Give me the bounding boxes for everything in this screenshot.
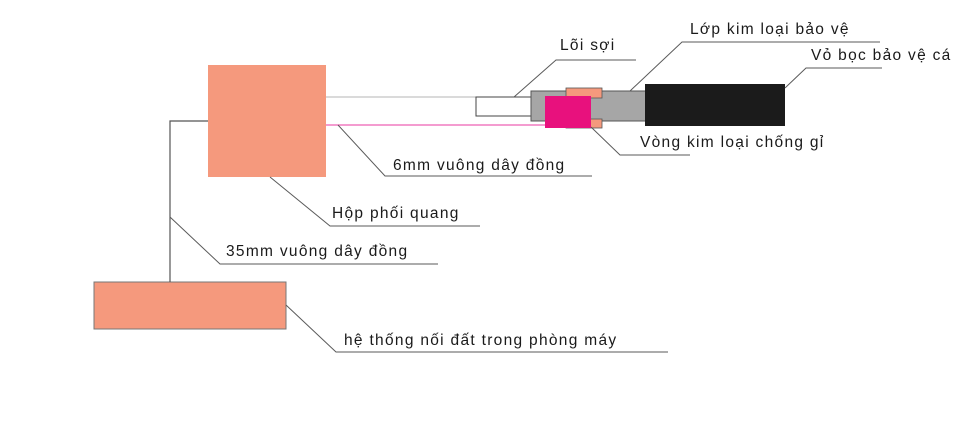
- fiber-core-stub: [475, 96, 533, 117]
- anti-rust-ring: [545, 96, 591, 128]
- label-copper-6mm: 6mm vuông dây đồng: [393, 157, 566, 174]
- label-anti-rust-ring: Vòng kim loại chống gỉ: [640, 134, 825, 151]
- label-splice-box: Hộp phối quang: [332, 205, 460, 222]
- label-outer-sheath: Vỏ bọc bảo vệ cá: [811, 47, 952, 64]
- grounding-bar: [93, 281, 287, 330]
- splice-box: [208, 65, 326, 177]
- leader-splice-box: [269, 176, 480, 227]
- leader-copper-35mm: [169, 216, 438, 265]
- leader-outer-sheath: [784, 67, 882, 89]
- leader-metal-shield: [629, 41, 880, 92]
- leader-grounding-system: [285, 304, 668, 353]
- leader-anti-rust-ring: [590, 126, 690, 156]
- label-fiber-core: Lõi sợi: [560, 37, 616, 54]
- label-metal-shield: Lớp kim loại bảo vệ: [690, 21, 850, 38]
- label-grounding-system: hệ thống nối đất trong phòng máy: [344, 332, 618, 349]
- leader-copper-6mm: [337, 124, 592, 177]
- label-copper-35mm: 35mm vuông dây đồng: [226, 243, 409, 260]
- outer-sheath: [645, 84, 785, 126]
- copper-35mm-wire: [169, 120, 208, 282]
- leader-fiber-core: [513, 59, 636, 98]
